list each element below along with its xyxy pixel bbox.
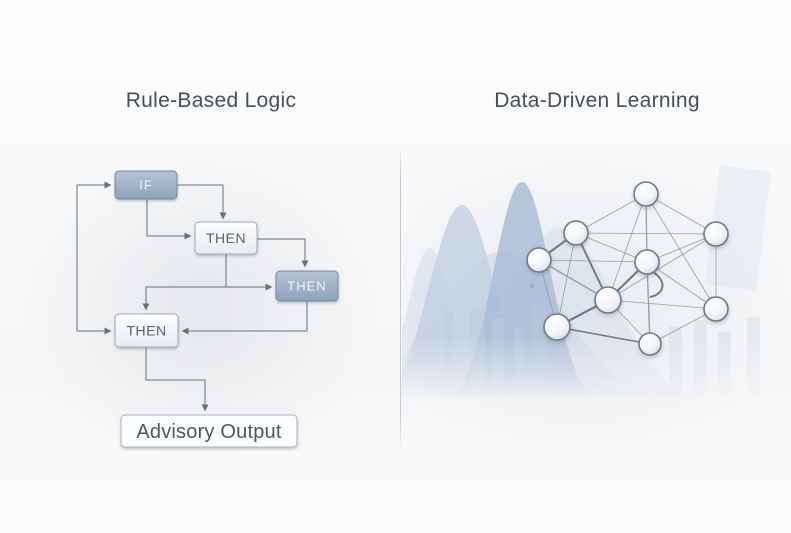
bg-bar-4 [531, 303, 547, 398]
flowchart-box-label-then2: THEN [287, 279, 326, 294]
network-node-b [563, 220, 589, 246]
flowchart-box-then3 [114, 313, 179, 348]
connector-if-to-then1-top [177, 184, 227, 220]
flowchart-box-if [114, 170, 178, 200]
network-edge-a-g [645, 193, 717, 310]
flowchart-box-then2 [275, 270, 339, 302]
network-node-c [703, 221, 729, 247]
connector-loop-to-then3 [76, 258, 112, 335]
network-nodes [526, 181, 729, 356]
network-edge-a-f [607, 193, 647, 301]
bg-bar-3 [514, 329, 525, 398]
connector-loop-to-if [76, 181, 112, 258]
connector-then1-to-then3-top [142, 254, 227, 311]
bg-bar-2 [492, 319, 504, 398]
bg-dot [529, 283, 535, 289]
network-edge-c-f [607, 233, 717, 301]
connector-then1-to-then2-top [257, 238, 309, 268]
network-edge-e-g [646, 261, 717, 310]
bg-bar-1 [470, 307, 485, 398]
network-node-a [633, 181, 659, 207]
chart-background [329, 165, 772, 398]
network-edge-hook [649, 271, 664, 298]
flowchart-box-label-if: IF [139, 178, 153, 193]
bg-bar-8 [747, 317, 760, 398]
bg-bar-6 [694, 320, 707, 398]
connector-if-to-then1-left [146, 199, 192, 240]
network-edge-h-i [556, 326, 651, 345]
flowchart-box-then1 [194, 221, 258, 255]
flowchart-box-output [120, 414, 298, 448]
network-edge-b-c [575, 232, 717, 235]
panel-divider-line [400, 145, 401, 448]
network-node-e [634, 249, 660, 275]
network-edge-a-c [645, 193, 717, 235]
network-edge-a-b [575, 193, 647, 234]
network-node-h [543, 313, 571, 341]
bg-sheet-shape [704, 165, 772, 291]
bg-bar-7 [718, 332, 731, 398]
network-node-g [703, 296, 729, 322]
connector-then2-to-then3-right [181, 301, 308, 335]
network-node-i [638, 332, 662, 356]
network-edge-f-g [607, 299, 717, 310]
left-panel-title: Rule-Based Logic [125, 89, 297, 112]
flowchart-box-label-output: Advisory Output [136, 421, 282, 443]
bg-bar-5 [669, 326, 682, 398]
network-node-f [594, 286, 622, 314]
right-panel-title: Data-Driven Learning [494, 89, 700, 112]
network-edge-b-h [556, 232, 577, 328]
connector-then3-to-output [145, 347, 209, 412]
network-node-d [526, 247, 552, 273]
flowchart-boxes: IF THEN THEN THEN Advisory Output [114, 170, 339, 448]
network-edge-d-e [538, 259, 648, 263]
flowchart-box-label-then3: THEN [126, 322, 166, 338]
flowchart-connectors [76, 181, 309, 412]
flowchart-box-label-then1: THEN [206, 230, 246, 246]
bg-bar-0 [444, 312, 454, 398]
